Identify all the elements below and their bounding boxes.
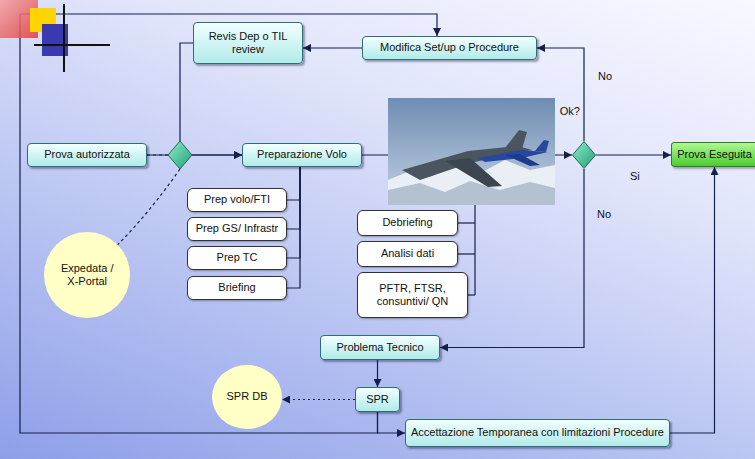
node-text: SPR <box>366 393 389 406</box>
flow-connector <box>282 399 355 400</box>
diamond-outline <box>572 141 596 169</box>
task-box: Prep volo/FTI <box>187 188 287 212</box>
task-box: PFTR, FTSR, consuntivi/ QN <box>357 272 468 318</box>
node-text: Prova Eseguita <box>677 148 752 161</box>
flow-connector <box>287 167 300 258</box>
flow-connector <box>287 167 300 200</box>
flow-connector <box>303 47 362 48</box>
node-text: Preparazione Volo <box>257 148 347 161</box>
task-box: Prep TC <box>187 246 287 270</box>
node-text: Debriefing <box>382 216 432 229</box>
merge-diamond <box>168 141 192 169</box>
node-text: Prova autorizzata <box>44 148 130 161</box>
node-text: Expedata / X-Portal <box>56 262 118 288</box>
task-box: Debriefing <box>357 210 458 236</box>
node-text: Prep TC <box>217 251 258 264</box>
task-box: Prep GS/ Infrastr <box>187 217 287 241</box>
flow-connector <box>670 167 715 433</box>
data-store-circle: SPR DB <box>212 365 282 429</box>
node-text: Prep GS/ Infrastr <box>196 222 279 235</box>
data-store-circle: Expedata / X-Portal <box>44 232 130 318</box>
decision-diamond: Ok? <box>572 141 596 169</box>
edge-label: Si <box>630 170 640 182</box>
node-text: Accettazione Temporanea con limitazioni … <box>411 426 664 439</box>
flow-connector <box>287 167 300 229</box>
process-box: Problema Tecnico <box>320 335 440 360</box>
node-text: Modifica Set/up o Procedure <box>380 41 519 54</box>
process-box: SPR <box>355 387 400 412</box>
node-text: PFTR, FTSR, consuntivi/ QN <box>358 282 467 308</box>
node-text: Prep volo/FTI <box>204 193 270 206</box>
flow-connector <box>377 360 378 387</box>
flow-connector <box>378 412 406 433</box>
flow-connector <box>117 155 180 245</box>
process-box: Modifica Set/up o Procedure <box>362 36 537 60</box>
flow-connector <box>287 167 300 288</box>
end-box: Prova Eseguita <box>671 142 755 167</box>
node-text: Revis Dep o TIL review <box>194 30 302 56</box>
process-box: Accettazione Temporanea con limitazioni … <box>405 419 670 447</box>
task-box: Briefing <box>187 276 287 300</box>
process-box: Prova autorizzata <box>27 143 147 167</box>
process-box: Revis Dep o TIL review <box>193 22 303 64</box>
edge-label: No <box>598 70 612 82</box>
flow-connector <box>596 154 671 155</box>
decision-label: Ok? <box>560 105 580 118</box>
node-text: Problema Tecnico <box>336 341 423 354</box>
node-text: Analisi dati <box>381 247 434 260</box>
aircraft-photo <box>388 98 555 205</box>
edge-label: No <box>597 208 611 220</box>
process-box: Preparazione Volo <box>242 143 362 167</box>
node-text: SPR DB <box>227 390 268 403</box>
corner-decoration <box>0 0 110 72</box>
node-text: Briefing <box>218 281 255 294</box>
task-box: Analisi dati <box>357 241 458 267</box>
